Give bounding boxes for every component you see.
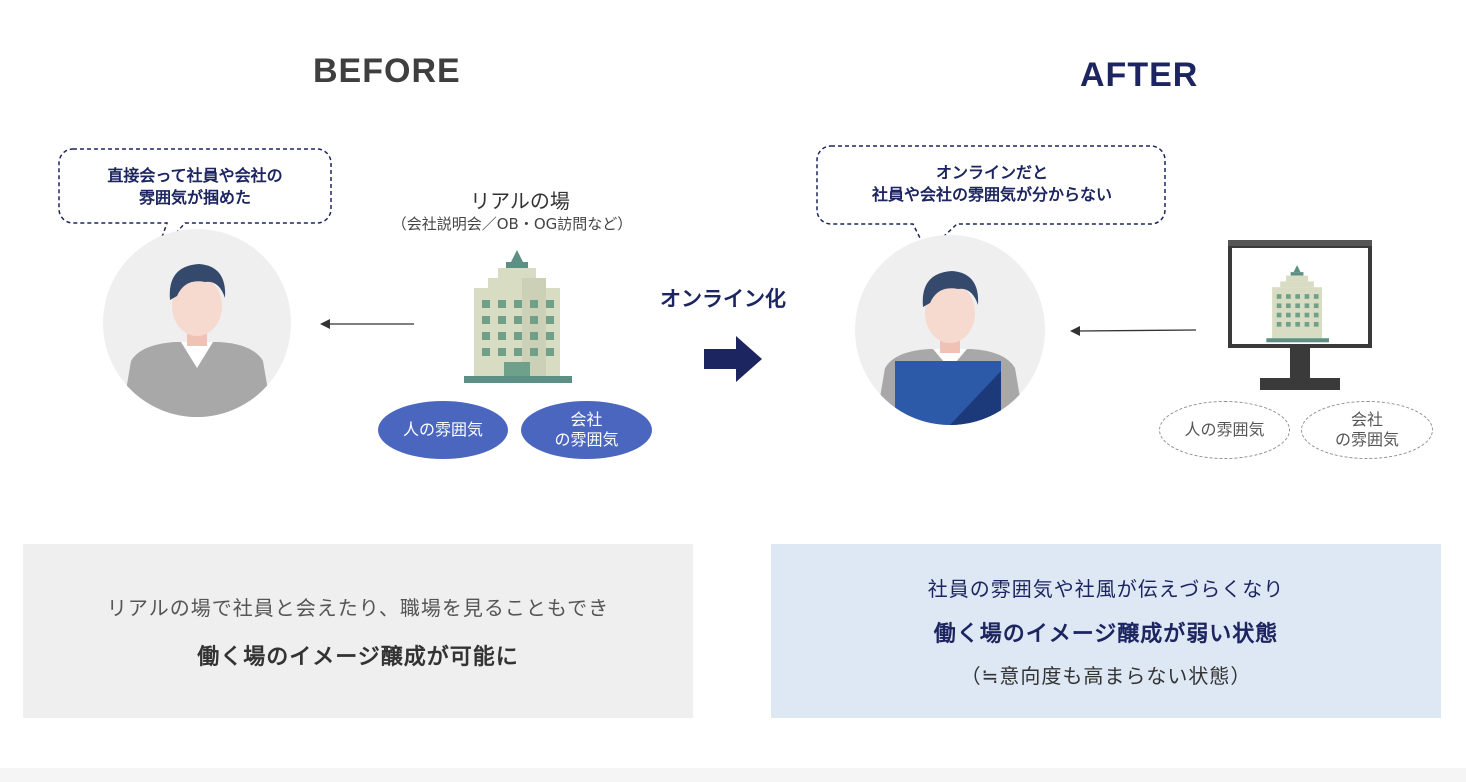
tag-company-line1: 会社 xyxy=(570,410,603,429)
before-summary-line2: 働く場のイメージ醸成が可能に xyxy=(197,644,519,670)
venue-title: リアルの場 xyxy=(470,189,570,213)
office-building-icon xyxy=(464,250,572,383)
after-summary-line1: 社員の雰囲気や社風が伝えづらくなり xyxy=(927,577,1285,601)
arrow-right-transition-icon xyxy=(704,336,762,382)
tag-person-atmosphere: 人の雰囲気 xyxy=(378,401,508,459)
before-person-avatar xyxy=(103,229,291,417)
after-summary-line3: （≒意向度も高まらない状態） xyxy=(960,664,1252,688)
after-bubble-line2: 社員や会社の雰囲気が分からない xyxy=(871,185,1112,204)
after-bubble-line1: オンラインだと xyxy=(935,163,1048,182)
arrow-left-after-icon xyxy=(1070,326,1197,336)
after-bubble-text: オンラインだと 社員や会社の雰囲気が分からない xyxy=(817,162,1167,206)
after-summary-line2: 働く場のイメージ醸成が弱い状態 xyxy=(933,622,1279,647)
arrow-left-before-icon xyxy=(320,319,414,329)
after-tag-company-line1: 会社 xyxy=(1350,410,1383,429)
after-title: AFTER xyxy=(1080,56,1199,94)
after-tag-person-label: 人の雰囲気 xyxy=(1184,420,1265,439)
monitor-building-icon xyxy=(1228,240,1372,390)
tag-company-atmosphere: 会社 の雰囲気 xyxy=(521,401,652,459)
after-speech-bubble xyxy=(816,145,1166,254)
before-bubble-text: 直接会って社員や会社の 雰囲気が掴めた xyxy=(62,165,328,209)
before-summary-line1: リアルの場で社員と会えたり、職場を見ることもでき xyxy=(106,595,610,620)
tag-person-atmosphere-label: 人の雰囲気 xyxy=(402,420,483,439)
tag-company-line2: の雰囲気 xyxy=(554,430,619,449)
before-title: BEFORE xyxy=(313,52,461,90)
venue-subtitle: （会社説明会／OB・OG訪問など） xyxy=(391,215,633,233)
transition-label: オンライン化 xyxy=(660,287,786,311)
before-summary-panel: リアルの場で社員と会えたり、職場を見ることもでき 働く場のイメージ醸成が可能に xyxy=(23,544,693,718)
after-summary-panel: 社員の雰囲気や社風が伝えづらくなり 働く場のイメージ醸成が弱い状態 （≒意向度も… xyxy=(771,544,1441,718)
before-speech-bubble xyxy=(58,148,332,258)
after-tag-company-atmosphere: 会社 の雰囲気 xyxy=(1301,401,1433,459)
before-bubble-line2: 雰囲気が掴めた xyxy=(138,188,251,207)
after-tag-person-atmosphere: 人の雰囲気 xyxy=(1159,401,1290,459)
before-bubble-line1: 直接会って社員や会社の xyxy=(107,166,283,185)
bottom-strip xyxy=(0,768,1466,782)
after-person-laptop-avatar xyxy=(855,235,1045,425)
after-tag-company-line2: の雰囲気 xyxy=(1334,430,1399,449)
